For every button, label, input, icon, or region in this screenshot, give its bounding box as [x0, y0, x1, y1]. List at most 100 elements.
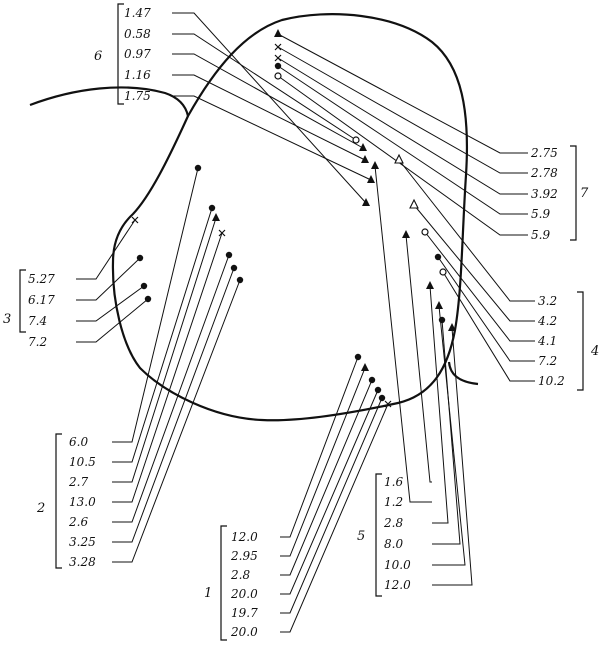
leader-line	[112, 167, 199, 443]
value-label: 10.2	[538, 374, 565, 388]
value-label: 2.6	[68, 515, 88, 529]
leader-line	[76, 219, 136, 280]
leader-line	[172, 12, 367, 204]
sample-dot	[374, 386, 382, 394]
value-label: 1.16	[124, 68, 151, 82]
leader-line	[76, 257, 141, 301]
sample-triangle	[212, 213, 220, 221]
sample-dot	[378, 394, 386, 402]
sample-dot	[230, 264, 238, 272]
attached-tail-right	[447, 361, 479, 386]
bracket	[570, 145, 577, 241]
sample-triangle	[361, 363, 369, 371]
sample-triangle	[367, 175, 375, 183]
leader-line	[76, 298, 149, 343]
value-label: 6.17	[28, 293, 55, 307]
value-label: 2.8	[383, 516, 403, 530]
leader-line	[172, 95, 372, 181]
leader-line	[277, 46, 528, 174]
group-label-3: 3	[3, 312, 11, 327]
value-label: 13.0	[69, 495, 96, 509]
sample-dot	[434, 253, 442, 261]
value-label: 10.0	[384, 558, 411, 572]
sample-dot	[368, 376, 376, 384]
leader-line	[172, 53, 364, 149]
sample-dot	[236, 276, 244, 284]
leader-line	[112, 217, 217, 483]
value-label: 7.2	[28, 335, 47, 349]
leader-line	[405, 234, 432, 483]
leader-line	[442, 271, 535, 382]
value-label: 5.27	[28, 272, 55, 286]
bracket	[375, 473, 382, 597]
sample-triangle	[402, 230, 410, 238]
leader-line	[280, 397, 383, 614]
leader-line	[112, 254, 230, 523]
group-brackets	[19, 3, 584, 641]
sample-cross	[218, 229, 226, 237]
leader-lines	[76, 12, 535, 633]
leader-line	[172, 74, 366, 161]
bracket	[117, 3, 124, 105]
value-label: 0.58	[124, 27, 151, 41]
value-label: 6.0	[69, 435, 88, 449]
leader-line	[280, 367, 366, 557]
sample-dot	[354, 353, 362, 361]
group-label-6: 6	[94, 49, 102, 64]
leader-line	[277, 33, 528, 154]
leader-line	[277, 57, 528, 195]
value-label: 8.0	[384, 537, 403, 551]
leader-line	[429, 285, 449, 524]
value-label: 2.7	[68, 475, 88, 489]
value-label: 2.8	[230, 568, 250, 582]
leader-line	[424, 231, 535, 342]
sample-dot	[140, 282, 148, 290]
sample-dot	[194, 164, 202, 172]
group-label-4: 4	[590, 344, 599, 359]
bracket	[220, 525, 227, 641]
value-label: 5.9	[531, 207, 550, 221]
sample-open-triangle	[394, 153, 404, 164]
sample-dot	[274, 62, 282, 70]
sample-cross	[274, 54, 282, 62]
sample-markers	[131, 29, 456, 408]
value-label: 3.2	[538, 294, 557, 308]
leader-line	[432, 327, 473, 586]
sample-dot	[136, 254, 144, 262]
sample-triangle	[274, 29, 282, 37]
leader-line	[112, 207, 213, 463]
sample-cross	[274, 43, 282, 51]
bracket	[577, 291, 584, 391]
value-label: 0.97	[124, 47, 151, 61]
bracket	[55, 433, 62, 569]
sample-dot	[438, 316, 446, 324]
leader-line	[432, 319, 461, 545]
sample-ring	[421, 228, 429, 236]
leader-line	[112, 232, 223, 503]
leader-line	[76, 285, 145, 322]
sample-ring	[352, 136, 360, 144]
leader-line	[280, 356, 359, 538]
sample-ring	[439, 268, 447, 276]
value-label: 20.0	[230, 625, 258, 639]
leader-line	[437, 256, 535, 362]
leader-line	[432, 305, 466, 566]
group-label-2: 2	[36, 501, 45, 516]
sample-dot	[225, 251, 233, 259]
sample-cross	[131, 216, 139, 224]
value-label: 4.2	[537, 314, 557, 328]
value-label: 12.0	[384, 578, 411, 592]
value-label: 7.4	[28, 314, 47, 328]
value-label: 4.1	[537, 334, 557, 348]
value-label: 19.7	[231, 606, 258, 620]
sample-triangle	[448, 323, 456, 331]
value-label: 2.78	[530, 166, 558, 180]
value-label: 3.92	[531, 187, 558, 201]
bracket	[19, 269, 26, 333]
value-label: 1.2	[384, 495, 403, 509]
sample-triangle	[371, 161, 379, 169]
sample-triangle	[426, 281, 434, 289]
sample-triangle	[361, 155, 369, 163]
leader-line	[277, 65, 528, 215]
